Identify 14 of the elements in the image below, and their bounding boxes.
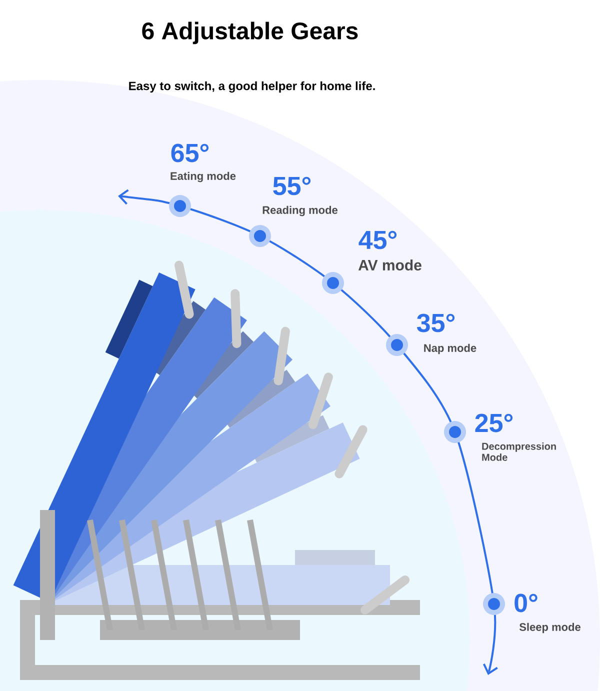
angle-value: 25° xyxy=(475,414,513,432)
angle-value: 55° xyxy=(273,176,311,196)
mode-name: Sleep mode xyxy=(519,622,580,634)
angle-value: 35° xyxy=(416,314,455,332)
angle-value: 0° xyxy=(514,594,538,612)
angle-value: 45° xyxy=(358,230,397,250)
angle-value: 65° xyxy=(171,144,209,162)
mode-name: Reading mode xyxy=(262,206,338,216)
mode-name: AV mode xyxy=(358,260,422,270)
mode-name: Decompression Mode xyxy=(482,442,556,461)
mode-name: Nap mode xyxy=(424,344,476,354)
title: 6 Adjustable Gears xyxy=(142,22,358,44)
mode-name: Eating mode xyxy=(170,172,236,182)
subtitle: Easy to switch, a good helper for home life. xyxy=(129,81,375,93)
